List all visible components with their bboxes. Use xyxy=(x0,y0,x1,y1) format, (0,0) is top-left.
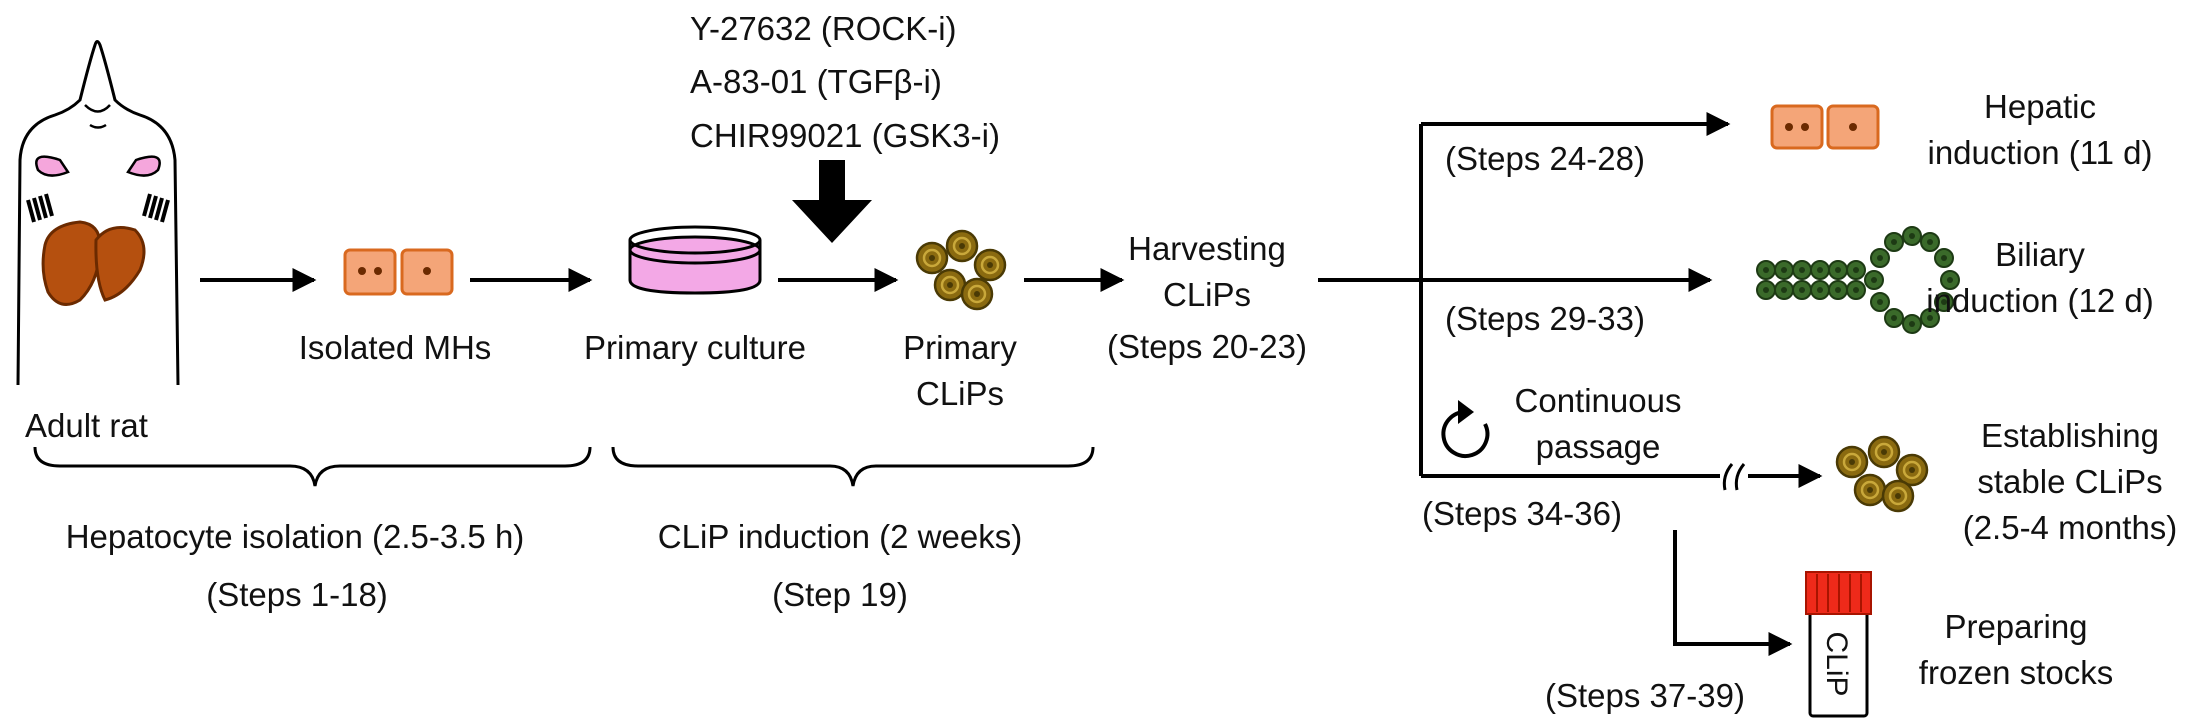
stable-label-line1: Establishing xyxy=(1981,417,2159,454)
biliary-label-line2: induction (12 d) xyxy=(1926,282,2153,319)
adult-rat-label: Adult rat xyxy=(25,407,148,444)
hepatocyte-pair-icon xyxy=(343,248,454,296)
primary-clips-icon xyxy=(915,229,1007,311)
isolated-mhs-label: Isolated MHs xyxy=(299,329,492,366)
frozen-label-line2: frozen stocks xyxy=(1919,654,2113,691)
frozen-label-line1: Preparing xyxy=(1944,608,2087,645)
harvesting-steps: (Steps 20-23) xyxy=(1107,328,1307,365)
induction-phase-steps: (Step 19) xyxy=(772,576,908,613)
hepatic-cell-icon xyxy=(1770,104,1880,150)
primary-clips-label-line2: CLiPs xyxy=(916,375,1004,412)
arrow-frozen xyxy=(1673,530,1793,656)
paw-right xyxy=(142,193,170,223)
rat-illustration xyxy=(16,40,180,386)
ear-left xyxy=(35,155,70,177)
cryovial-icon: CLiP xyxy=(1805,571,1872,718)
axis-break-icon xyxy=(1722,463,1746,491)
inhibitor-3: CHIR99021 (GSK3-i) xyxy=(690,117,1000,154)
culture-dish-icon xyxy=(628,225,762,295)
harvesting-label-line1: Harvesting xyxy=(1128,230,1286,267)
hepatic-label-line1: Hepatic xyxy=(1984,88,2096,125)
paw-left xyxy=(26,193,54,223)
isolation-phase-title: Hepatocyte isolation (2.5-3.5 h) xyxy=(66,518,525,555)
stable-label-line3: (2.5-4 months) xyxy=(1963,509,2178,546)
frozen-steps: (Steps 37-39) xyxy=(1545,677,1745,714)
inhibitor-2: A-83-01 (TGFβ-i) xyxy=(690,63,942,100)
biliary-label-line1: Biliary xyxy=(1995,236,2085,273)
induction-brace xyxy=(611,446,1095,487)
passage-note-line1: Continuous xyxy=(1515,382,1682,419)
isolation-phase-steps: (Steps 1-18) xyxy=(206,576,388,613)
passage-steps: (Steps 34-36) xyxy=(1422,495,1622,532)
harvesting-label-line2: CLiPs xyxy=(1163,276,1251,313)
induction-phase-title: CLiP induction (2 weeks) xyxy=(658,518,1022,555)
hepatic-label-line2: induction (11 d) xyxy=(1927,134,2152,171)
liver-icon xyxy=(41,220,146,306)
inhibitor-1: Y-27632 (ROCK-i) xyxy=(690,10,957,47)
primary-clips-label-line1: Primary xyxy=(903,329,1017,366)
primary-culture-label: Primary culture xyxy=(584,329,806,366)
biliary-steps: (Steps 29-33) xyxy=(1445,300,1645,337)
stable-label-line2: stable CLiPs xyxy=(1977,463,2162,500)
ear-right xyxy=(126,155,161,177)
refresh-cycle-icon xyxy=(1441,400,1490,458)
hepatic-steps: (Steps 24-28) xyxy=(1445,140,1645,177)
cryovial-label: CLiP xyxy=(1820,631,1853,696)
passage-note-line2: passage xyxy=(1536,428,1661,465)
inhibitor-down-arrow xyxy=(792,160,872,243)
stable-clips-icon xyxy=(1835,435,1929,513)
isolation-brace xyxy=(33,446,592,487)
